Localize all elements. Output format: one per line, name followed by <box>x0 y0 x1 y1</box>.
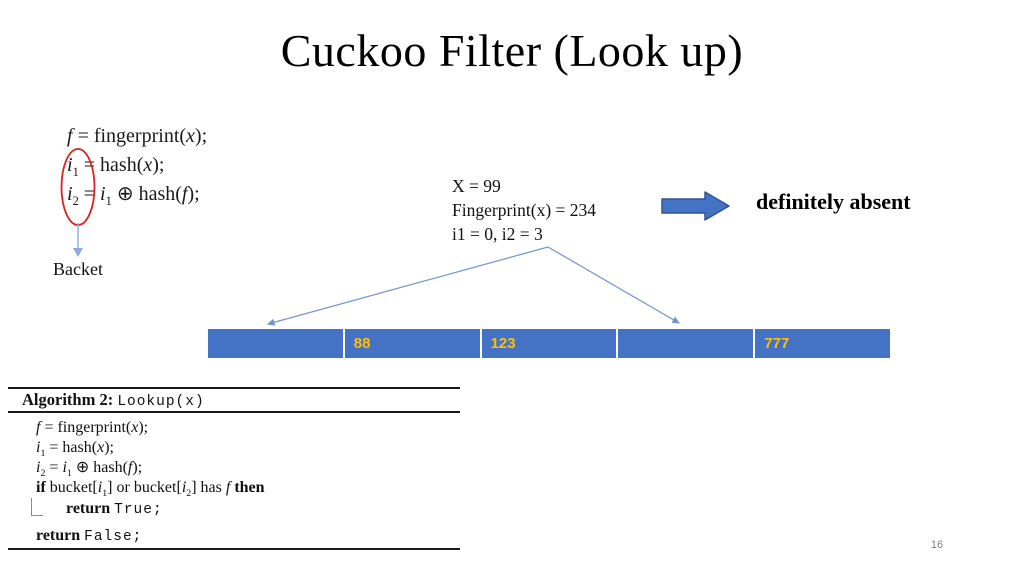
formula-line-fingerprint: f = fingerprint(x); <box>67 125 208 147</box>
bucket-label: Backet <box>53 259 103 279</box>
bucket-cell-0 <box>208 329 343 358</box>
bucket-cell-2: 123 <box>481 329 617 358</box>
lookup-example-block: X = 99 Fingerprint(x) = 234 i1 = 0, i2 =… <box>452 174 596 246</box>
fingerprint-formula-block: f = fingerprint(x); i1 = hash(x); i2 = i… <box>67 122 207 209</box>
algorithm-body: f = fingerprint(x); i1 = hash(x); i2 = i… <box>36 418 265 547</box>
bucket-cell-3 <box>618 329 754 358</box>
page-number: 16 <box>930 539 944 551</box>
block-arrow-right-icon <box>661 191 730 221</box>
algorithm-header: Algorithm 2: Lookup(x) <box>22 390 205 410</box>
algo-line-return-true: return True; <box>66 500 163 518</box>
algorithm-box: Algorithm 2: Lookup(x) f = fingerprint(x… <box>8 387 460 550</box>
slide-title: Cuckoo Filter (Look up) <box>280 25 744 76</box>
example-index-values: i1 = 0, i2 = 3 <box>452 224 543 244</box>
formula-line-i2: i2 = i1 ⊕ hash(f); <box>67 183 200 208</box>
result-label: definitely absent <box>756 189 911 214</box>
down-arrow-icon <box>73 223 83 257</box>
algo-line-i2: i2 = i1 ⊕ hash(f); <box>36 459 143 480</box>
example-fingerprint-value: Fingerprint(x) = 234 <box>452 200 597 220</box>
bucket-cell-4: 777 <box>755 329 890 358</box>
bucket-cell-1: 88 <box>344 329 480 358</box>
algo-line-i1: i1 = hash(x); <box>36 439 114 460</box>
algo-line-if: if bucket[i1] or bucket[i2] has f then <box>36 479 265 500</box>
bucket-array: 88 123 777 <box>208 329 890 358</box>
algorithm-bottom-rule <box>8 548 460 550</box>
example-x-value: X = 99 <box>452 176 501 196</box>
formula-line-i1: i1 = hash(x); <box>67 154 165 179</box>
algorithm-header-rule <box>8 411 460 413</box>
algo-line-return-false: return False; <box>36 527 143 545</box>
algo-line-fingerprint: f = fingerprint(x); <box>36 419 149 436</box>
algorithm-top-rule <box>8 387 460 389</box>
indent-bracket <box>31 498 43 516</box>
